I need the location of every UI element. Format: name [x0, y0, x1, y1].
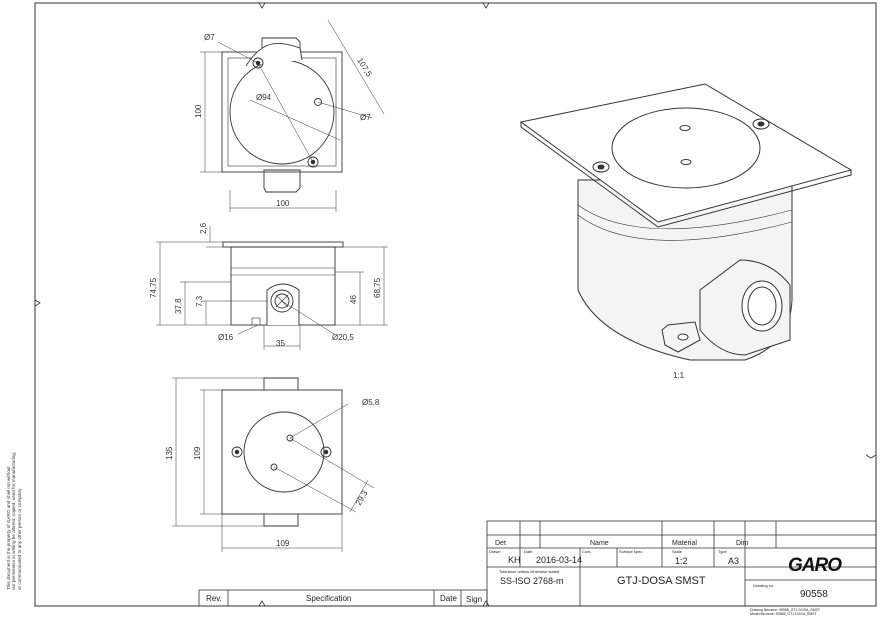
side-view-flange	[222, 241, 344, 248]
dim-top-diagonal: 107,5	[355, 56, 374, 78]
dim-top-hole-small: Ø7	[204, 33, 215, 42]
side-view	[156, 226, 388, 350]
bottom-view-square	[221, 389, 343, 515]
scale-caption: Scale	[672, 549, 683, 554]
top-view	[200, 19, 385, 212]
dim-top-hole-right: Ø7	[360, 113, 371, 122]
dim-bottom-inner: 109	[193, 446, 202, 460]
ownership-note-line-3: or communicated to any other person or c…	[16, 488, 22, 590]
paper-value: A3	[728, 556, 739, 566]
dim-side-entry-small: Ø16	[218, 333, 234, 342]
type-caption: Type	[718, 549, 727, 554]
drawing-no-caption: Drawing no.	[753, 583, 774, 588]
dim-side-entry-large: Ø20,5	[332, 333, 354, 342]
dim-side-body: 37,8	[174, 298, 183, 314]
dim-bottom-outer: 135	[165, 446, 174, 460]
dim-side-entry-height: 46	[349, 295, 358, 304]
drawing-title: GTJ-DOSA SMST	[617, 575, 706, 587]
dim-side-flange: 2,6	[199, 222, 208, 234]
dim-side-total: 74,75	[149, 277, 158, 298]
dim-top-height: 100	[194, 104, 203, 118]
dim-side-entry-width: 35	[276, 339, 285, 348]
sign-header: Sign	[466, 595, 482, 604]
file-drawing: Drawing filename: 90558_GTJ-DOSA_SMST	[750, 608, 821, 612]
isometric-view	[519, 83, 853, 361]
dim-bottom-width: 109	[276, 539, 290, 548]
frame-markers	[34, 2, 877, 607]
dim-top-width: 100	[276, 199, 290, 208]
drawing-no-value: 90558	[800, 589, 828, 600]
dim-side-right-height: 68,75	[373, 277, 382, 298]
dim-top-circle: Ø94	[256, 93, 272, 102]
scale-value: 1:2	[675, 556, 688, 566]
tolerance-value: SS-ISO 2768-m	[500, 576, 564, 586]
material-header: Material	[672, 540, 697, 547]
svg-text:GARO: GARO	[788, 555, 842, 576]
iso-scale-label: 1:1	[673, 371, 685, 380]
date-value: 2016-03-14	[536, 555, 582, 565]
dim-header: Dim	[736, 540, 749, 547]
top-view-circle	[229, 59, 335, 165]
ownership-note: This document is the property of GARO an…	[6, 452, 22, 590]
spec-header: Specification	[306, 594, 351, 603]
dim-bottom-diagonal: 29,3	[354, 489, 370, 507]
title-block	[486, 520, 877, 607]
rev-header: Rev.	[206, 594, 222, 603]
date-caption: Date	[524, 549, 533, 554]
drawn-caption: Drawn	[489, 549, 501, 554]
surface-caption: Surface spec.	[619, 549, 643, 554]
det-header: Det	[495, 540, 506, 547]
ownership-note-line-2: our permission in writing be altered, co…	[11, 451, 17, 590]
file-model: Model filename: 90558_GTJ-DOSA_SMST	[750, 612, 818, 616]
cont-caption: Cont.	[582, 549, 592, 554]
date-header: Date	[440, 594, 457, 603]
garo-logo: GARO	[788, 555, 843, 576]
iso-plate-circle	[611, 107, 761, 189]
bottom-view-circle	[243, 411, 325, 493]
side-view-entry	[270, 289, 294, 313]
dim-bottom-hole: Ø5,8	[362, 398, 380, 407]
drawn-value: KH	[508, 555, 521, 565]
dim-side-entry-offset: 7,3	[195, 295, 204, 307]
name-header: Name	[590, 540, 609, 547]
bottom-view	[172, 377, 375, 552]
tolerance-caption: Tolerance unless otherwise stated	[499, 569, 559, 574]
